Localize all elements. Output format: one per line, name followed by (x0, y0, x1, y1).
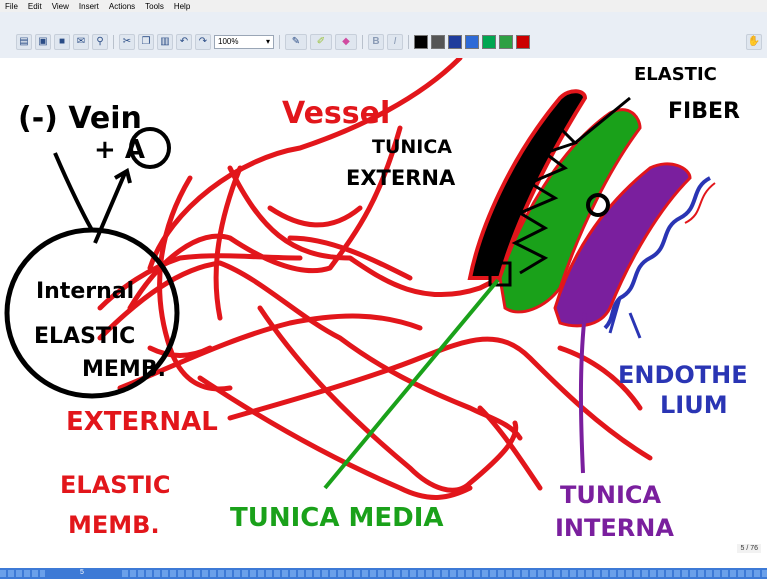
save-icon[interactable]: ■ (54, 34, 70, 50)
inner-elastic-memb-label-1: ELASTIC (34, 324, 135, 349)
menu-insert[interactable]: Insert (74, 2, 104, 11)
eraser-icon[interactable]: ◆ (335, 34, 357, 50)
swatch-green[interactable] (482, 35, 496, 49)
tunica-interna-label-1: TUNICA (560, 481, 661, 509)
paste-icon[interactable]: ▥ (157, 34, 173, 50)
swatch-blue[interactable] (465, 35, 479, 49)
vein-label: (-) Vein (18, 101, 142, 136)
artery-label: + A (94, 135, 145, 165)
toolbar-divider (362, 35, 363, 49)
find-icon[interactable]: ⚲ (92, 34, 108, 50)
tunica-interna-label-2: INTERNA (555, 514, 674, 542)
italic-icon[interactable]: I (387, 34, 403, 50)
redo-icon[interactable]: ↷ (195, 34, 211, 50)
status-mark: 5 (80, 569, 84, 576)
toolbar-divider (408, 35, 409, 49)
undo-icon[interactable]: ↶ (176, 34, 192, 50)
page-strip-left[interactable] (0, 570, 45, 577)
swatch-red[interactable] (516, 35, 530, 49)
copy-icon[interactable]: ❐ (138, 34, 154, 50)
internal-label: Internal (36, 279, 134, 304)
toolbar-divider (279, 35, 280, 49)
tunica-externa-label-2: EXTERNA (346, 166, 456, 190)
menu-edit[interactable]: Edit (23, 2, 47, 11)
menu-file[interactable]: File (0, 2, 23, 11)
menu-actions[interactable]: Actions (104, 2, 140, 11)
tunica-media-label: TUNICA MEDIA (230, 503, 444, 533)
swatch-green-2[interactable] (499, 35, 513, 49)
bold-icon[interactable]: B (368, 34, 384, 50)
endothelium-label-2: LIUM (660, 391, 728, 419)
cut-icon[interactable]: ✂ (119, 34, 135, 50)
email-icon[interactable]: ✉ (73, 34, 89, 50)
chevron-down-icon: ▾ (263, 36, 273, 48)
toolbar: ▤ ▣ ■ ✉ ⚲ ✂ ❐ ▥ ↶ ↷ 100% ▾ ✎ ✐ ◆ B I ✋ (0, 12, 767, 59)
zoom-select[interactable]: 100% ▾ (214, 35, 274, 49)
menu-help[interactable]: Help (169, 2, 195, 11)
menu-bar: File Edit View Insert Actions Tools Help (0, 0, 767, 12)
tunica-interna-pointer (581, 313, 585, 473)
hand-icon[interactable]: ✋ (746, 34, 762, 50)
pen-icon[interactable]: ✎ (285, 34, 307, 50)
outer-elastic-memb-label-2: MEMB. (68, 511, 160, 539)
status-bar: 5 (0, 568, 767, 579)
highlighter-icon[interactable]: ✐ (310, 34, 332, 50)
menu-tools[interactable]: Tools (140, 2, 169, 11)
endothelium-label-1: ENDOTHE (618, 361, 748, 389)
swatch-gray[interactable] (431, 35, 445, 49)
vessel-label: Vessel (282, 96, 390, 131)
toolbar-divider (113, 35, 114, 49)
drawing-canvas[interactable]: (-) Vein + A Vessel TUNICA EXTERNA ELAST… (0, 58, 767, 568)
page-strip-right[interactable] (122, 570, 767, 577)
swatch-navy[interactable] (448, 35, 462, 49)
vein-pointer (55, 153, 92, 230)
menu-view[interactable]: View (47, 2, 74, 11)
swatch-black[interactable] (414, 35, 428, 49)
zoom-value: 100% (218, 36, 238, 48)
page-indicator: 5 / 76 (737, 544, 761, 553)
inner-elastic-memb-label-2: MEMB. (82, 357, 166, 382)
outer-elastic-memb-label-1: ELASTIC (60, 471, 170, 499)
ink-drawing: (-) Vein + A Vessel TUNICA EXTERNA ELAST… (0, 58, 767, 568)
open-icon[interactable]: ▣ (35, 34, 51, 50)
new-page-icon[interactable]: ▤ (16, 34, 32, 50)
elastic-fiber-label-2: FIBER (668, 99, 740, 124)
toolbar-row: ▤ ▣ ■ ✉ ⚲ ✂ ❐ ▥ ↶ ↷ 100% ▾ ✎ ✐ ◆ B I (16, 34, 530, 50)
tunica-externa-label-1: TUNICA (372, 136, 452, 158)
external-label: EXTERNAL (66, 407, 218, 437)
elastic-fiber-label-1: ELASTIC (634, 64, 717, 85)
